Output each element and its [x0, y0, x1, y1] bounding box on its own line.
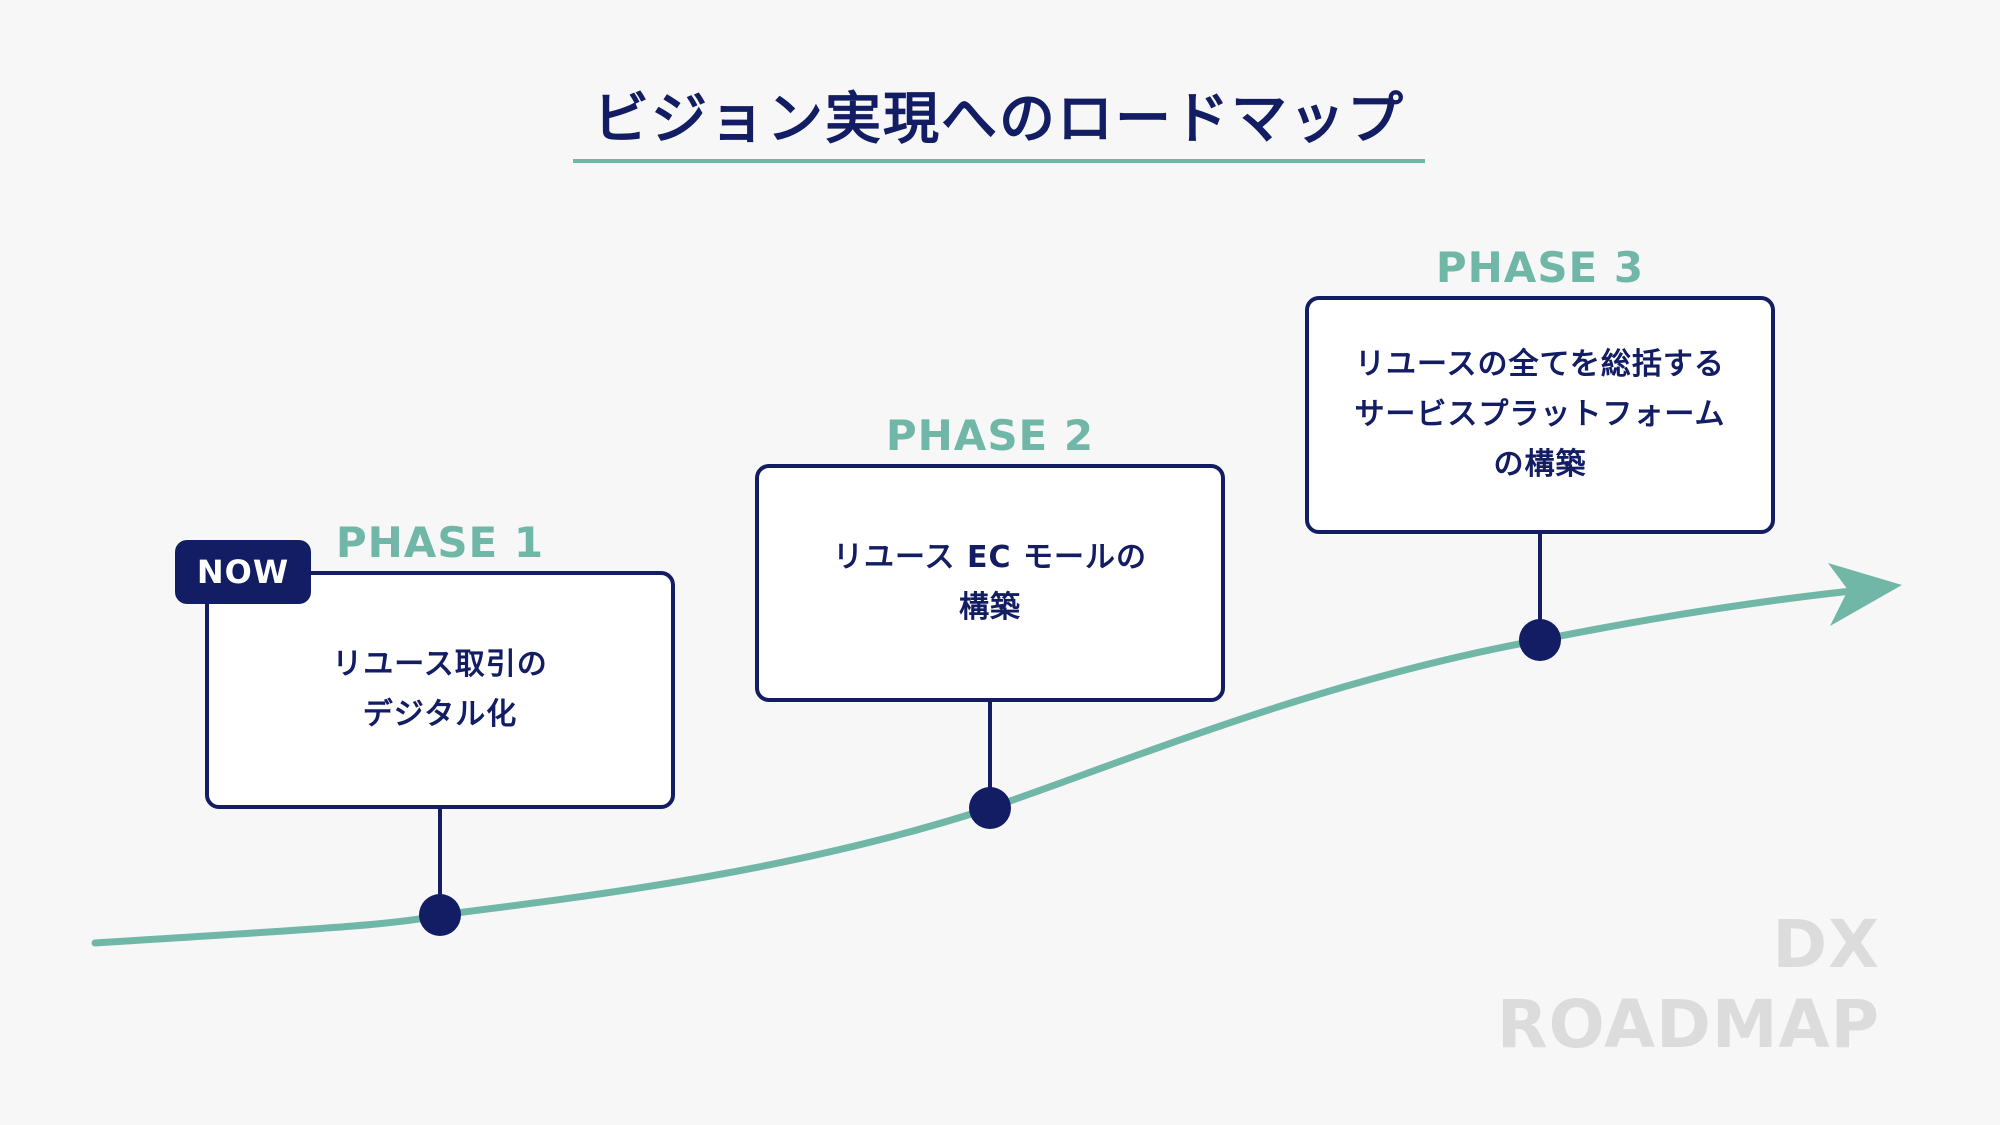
arrow-head-icon — [1828, 563, 1902, 626]
phase-2-label: PHASE 2 — [885, 411, 1095, 460]
milestone-dot-phase-2 — [969, 787, 1011, 829]
milestone-dot-phase-1 — [419, 894, 461, 936]
phase-3-card: リユースの全てを総括する サービスプラットフォーム の構築 — [1305, 296, 1775, 534]
now-badge: NOW — [175, 540, 311, 604]
phase-1-card: リユース取引の デジタル化 — [205, 571, 675, 809]
title-underline — [573, 159, 1425, 163]
phase-2-text: リユース EC モールの 構築 — [833, 540, 1147, 625]
milestone-dot-phase-3 — [1519, 619, 1561, 661]
phase-2-card: リユース EC モールの 構築 — [755, 464, 1225, 702]
phase-1-text: リユース取引の デジタル化 — [332, 647, 548, 732]
page-title: ビジョン実現へのロードマップ — [593, 87, 1405, 152]
phase-3-label: PHASE 3 — [1435, 243, 1645, 292]
phase-3-text: リユースの全てを総括する サービスプラットフォーム の構築 — [1354, 347, 1726, 482]
watermark-text: DX ROADMAP — [1496, 906, 1880, 1063]
phase-1-label: PHASE 1 — [335, 518, 545, 567]
